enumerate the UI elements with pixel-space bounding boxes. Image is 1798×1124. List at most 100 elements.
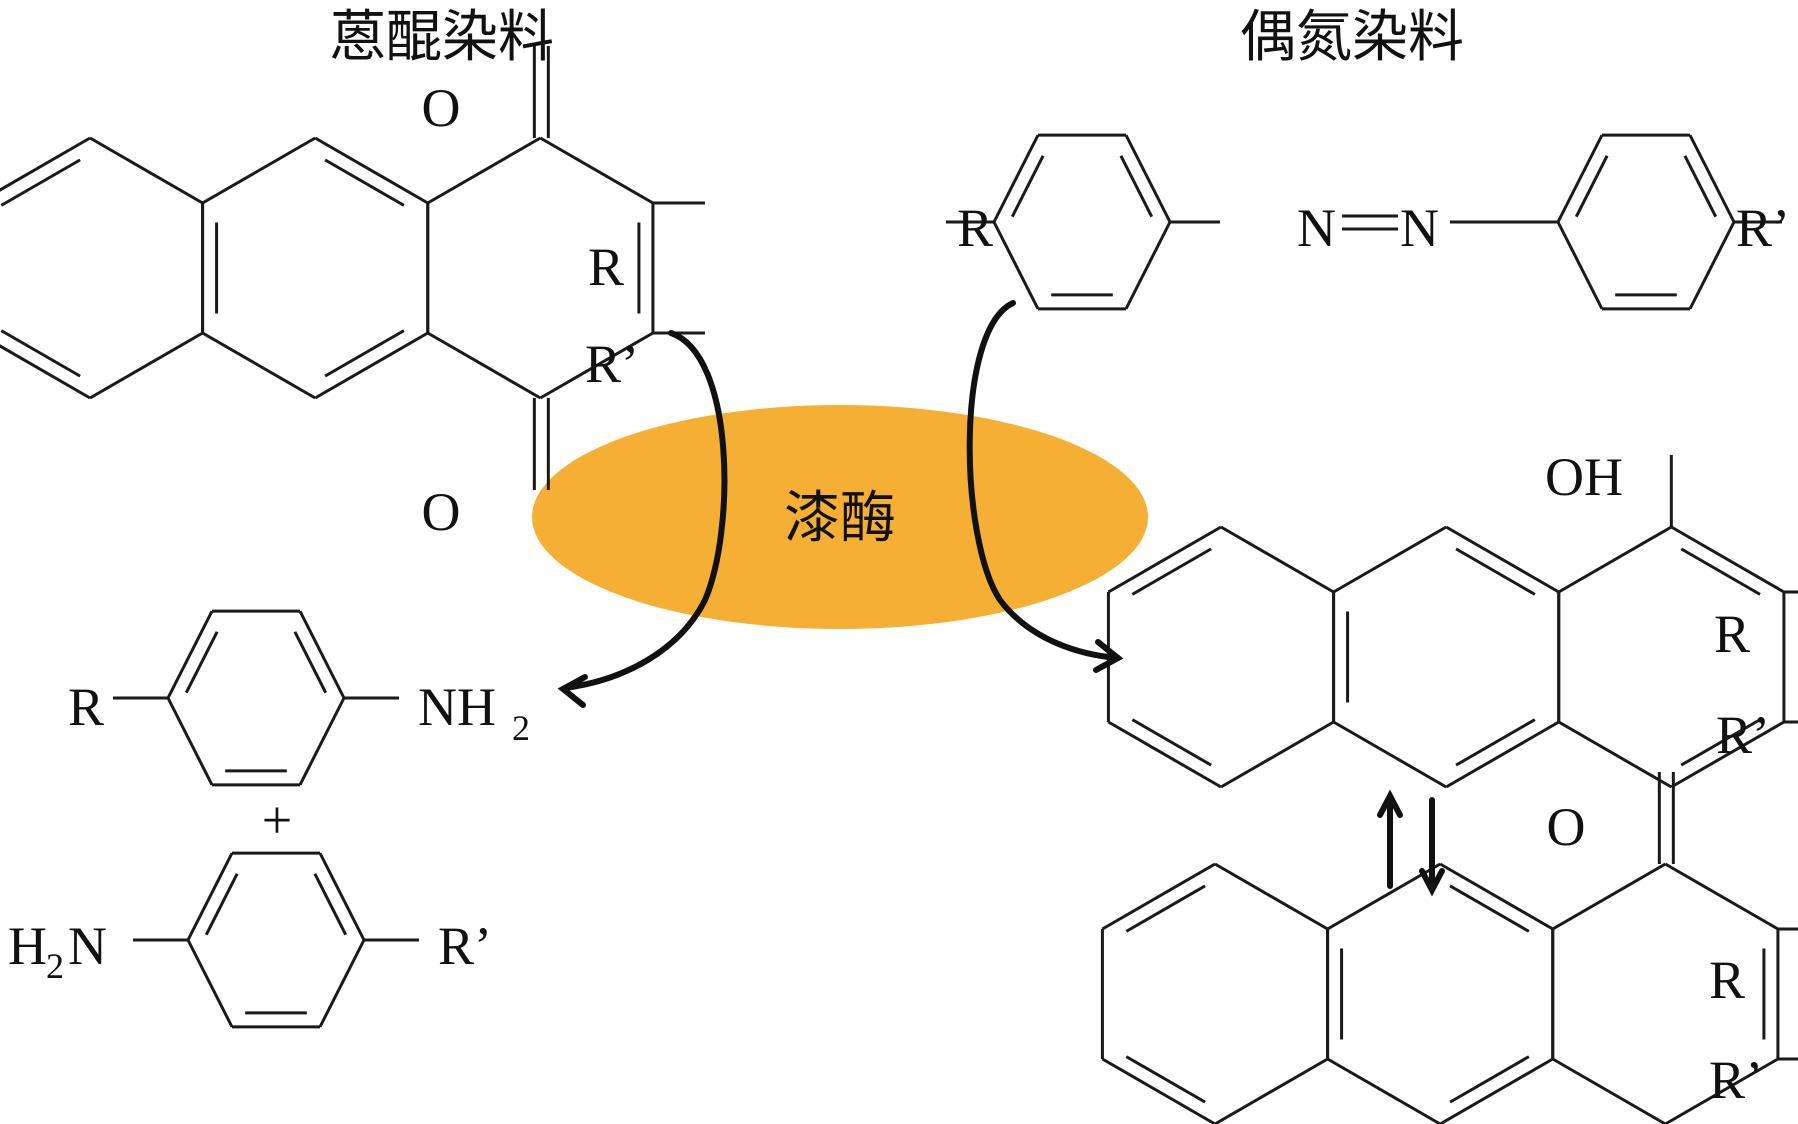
aniline1-ring-bond <box>166 697 214 786</box>
anthraquinone-r-label: R <box>588 237 624 297</box>
equilibrium-down-arrowhead-icon <box>1419 868 1445 897</box>
aniline2-ring-double <box>313 873 348 936</box>
azo-ring-right-bond <box>1688 134 1736 223</box>
aniline2-h-label: H <box>8 916 47 976</box>
aniline2-ring-bond <box>318 939 366 1028</box>
anthrol-oh-label: OH <box>1545 447 1623 507</box>
anthrol-double <box>1131 547 1212 596</box>
aniline2-subscript: 2 <box>46 946 64 986</box>
azo-dye-title: 偶氮染料 <box>1240 5 1464 70</box>
anthrol-ring1-bond <box>1107 525 1222 594</box>
aniline1-ring-double <box>293 631 328 694</box>
anthrone-ring1-bond <box>1101 1057 1216 1124</box>
aniline2-rprime-label: R’ <box>438 916 492 976</box>
azo-double <box>1683 155 1718 218</box>
right-arrowhead-icon <box>1093 639 1124 673</box>
azo-double <box>1574 155 1609 218</box>
aniline1-nh-label: NH <box>418 677 496 737</box>
anthrol-ring2-bond <box>1445 720 1560 789</box>
anthrol-double <box>1131 718 1212 767</box>
anthrol-double <box>1680 718 1761 767</box>
anthrol-ring3-bond <box>1670 720 1785 789</box>
anthrol-ring3-bond <box>1557 525 1673 594</box>
aq-double <box>0 329 81 378</box>
aniline1-ring-bond <box>298 697 346 786</box>
anthrone-ring3-bond <box>1664 862 1779 931</box>
aniline2-ring-bond <box>318 852 366 941</box>
anthrone-ring3-bond <box>1551 1057 1667 1124</box>
anthrol-ring1-bond <box>1107 720 1222 789</box>
anthrone-ring1-bond <box>1101 862 1216 931</box>
anthrone-oxygen-label: O <box>1547 797 1586 857</box>
anthrol-ring2-bond <box>1332 720 1447 789</box>
anthraquinone-rprime-label: R’ <box>585 334 639 394</box>
anthrone-double <box>1125 884 1206 933</box>
anthrone-ring2-bond <box>1326 1057 1441 1124</box>
anthraquinone-ring1-bond <box>89 136 204 205</box>
anthrone-ring1-bond <box>1214 862 1329 931</box>
azo-ring-left-bond <box>992 134 1040 223</box>
azo-ring-left-bond <box>1124 134 1172 223</box>
anthrone-rprime-label: R’ <box>1709 1050 1763 1110</box>
azo-ring-right-bond <box>1688 221 1736 310</box>
anthrone-double <box>1449 884 1530 933</box>
anthrol-ring3-bond <box>1557 720 1673 789</box>
aniline1-r-label: R <box>68 677 104 737</box>
left-arrowhead-icon <box>557 674 588 708</box>
anthrone-ring2-bond <box>1439 862 1554 931</box>
aniline1-ring-double <box>184 631 219 694</box>
aniline2-ring-bond <box>186 939 234 1028</box>
equilibrium-up-arrowhead-icon <box>1377 789 1403 818</box>
azo-n1-label: N <box>1297 198 1336 258</box>
aniline1-ring-bond <box>166 610 214 699</box>
anthrone-r-label: R <box>1709 950 1745 1010</box>
bond-layer <box>0 46 1798 1124</box>
anthrol-rprime-label: R’ <box>1716 705 1770 765</box>
anthraquinone-ring3-bond <box>539 136 654 205</box>
anthrone-ring1-bond <box>1214 1057 1329 1124</box>
anthrone-ring3-bond <box>1551 862 1667 931</box>
anthrone-double <box>1449 1055 1530 1104</box>
anthrone-ring2-bond <box>1439 1057 1554 1124</box>
aq-double <box>0 158 81 207</box>
left-reaction-arrow <box>562 330 728 691</box>
arrow-layer <box>557 300 1445 897</box>
anthraquinone-ring1-bond <box>0 136 91 192</box>
anthraquinone-ring2-bond <box>314 331 429 400</box>
anthrone-ring3-bond <box>1664 1057 1779 1124</box>
anthraquinone-ring2-bond <box>314 136 429 205</box>
aniline1-subscript: 2 <box>512 708 530 748</box>
anthrol-double <box>1680 547 1761 596</box>
anthraquinone-ring3-bond <box>539 331 654 400</box>
anthraquinone-bottom-oxygen: O <box>422 482 461 542</box>
anthraquinone-ring2-bond <box>201 331 316 400</box>
azo-ring-left-bond <box>1124 221 1172 310</box>
plus-sign: + <box>262 790 292 850</box>
azo-n2-label: N <box>1400 198 1439 258</box>
aniline2-n-label: N <box>68 916 107 976</box>
anthrol-ring2-bond <box>1445 525 1560 594</box>
azo-ring-left-bond <box>992 221 1040 310</box>
anthraquinone-ring3-bond <box>426 136 542 205</box>
anthrol-ring2-bond <box>1332 525 1447 594</box>
laccase-ellipse <box>532 405 1148 629</box>
azo-double <box>1010 155 1045 218</box>
anthrol-r-label: R <box>1714 604 1750 664</box>
anthrol-ring1-bond <box>1220 525 1335 594</box>
aniline2-ring-bond <box>186 852 234 941</box>
anthraquinone-ring3-bond <box>426 331 542 400</box>
enzyme-label: 漆酶 <box>784 486 896 551</box>
azo-double <box>1119 155 1154 218</box>
anthraquinone-top-oxygen: O <box>422 78 461 138</box>
anthrol-double <box>1455 547 1536 596</box>
anthraquinone-ring1-bond <box>0 344 91 400</box>
anthrone-double <box>1125 1055 1206 1104</box>
anthrol-ring3-bond <box>1670 525 1785 594</box>
anthrol-double <box>1455 718 1536 767</box>
right-reaction-arrow <box>966 300 1121 661</box>
azo-rprime-label: R’ <box>1736 198 1790 258</box>
azo-ring-right-bond <box>1556 134 1604 223</box>
anthrol-ring1-bond <box>1220 720 1335 789</box>
